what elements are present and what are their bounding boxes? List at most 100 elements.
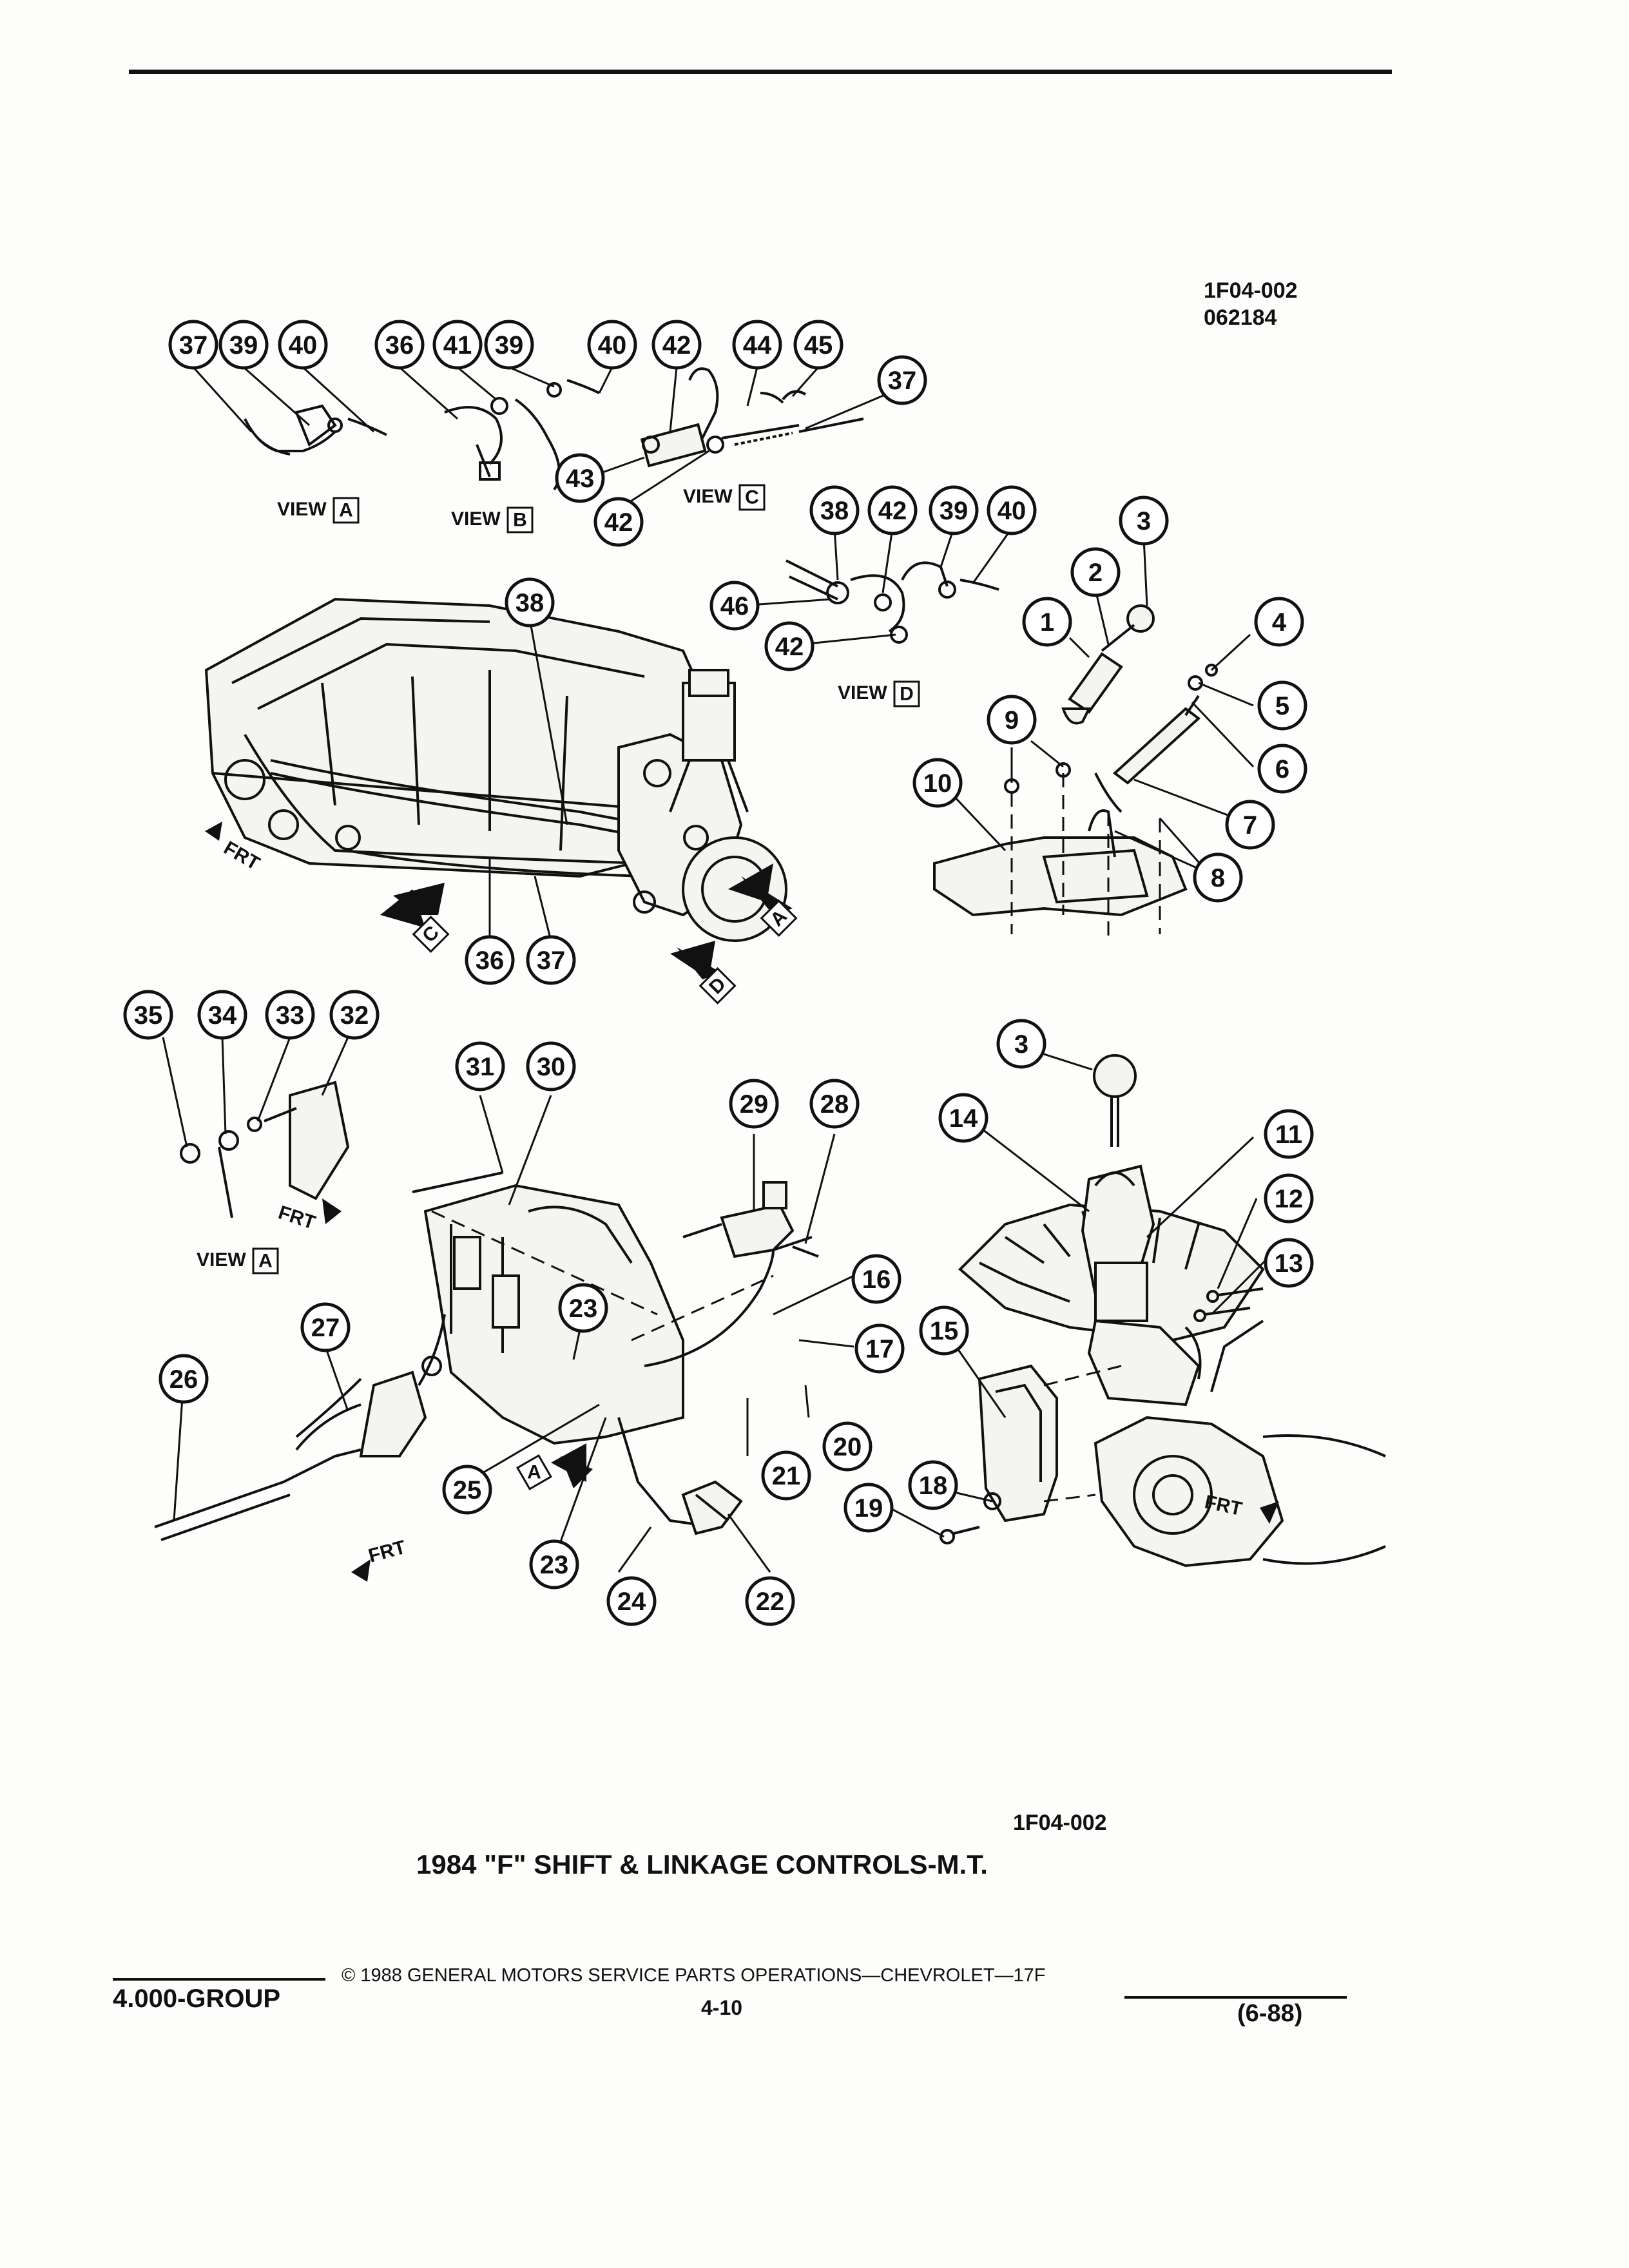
callout-number: 23 xyxy=(540,1551,569,1579)
callout-number: 36 xyxy=(476,947,505,975)
callout-circle xyxy=(442,1465,492,1515)
callout-25: 25 xyxy=(442,1465,492,1515)
callout-number: 3 xyxy=(1014,1030,1028,1059)
svg-text:VIEW: VIEW xyxy=(838,682,887,704)
callout-circle xyxy=(822,1421,872,1472)
footer-rule-left xyxy=(113,1978,325,1981)
callout-circle xyxy=(843,1483,894,1533)
callout-6: 6 xyxy=(1257,744,1307,794)
callout-circle xyxy=(809,1079,860,1129)
callout-circle xyxy=(1119,495,1169,546)
callout-circle xyxy=(793,320,843,370)
callout-45: 45 xyxy=(793,320,843,370)
svg-text:VIEW: VIEW xyxy=(277,499,327,520)
callout-number: 20 xyxy=(833,1433,862,1461)
callout-circle xyxy=(745,1576,795,1626)
callout-circle xyxy=(1193,852,1243,903)
callout-number: 38 xyxy=(820,497,849,525)
footer-page: 4-10 xyxy=(701,1996,743,2019)
callout-number: 19 xyxy=(854,1494,883,1523)
callout-circle xyxy=(529,1539,579,1590)
callout-circle xyxy=(764,621,815,671)
svg-text:VIEW: VIEW xyxy=(197,1249,246,1271)
shift-lever-upper xyxy=(1061,604,1218,813)
callout-18: 18 xyxy=(908,1460,958,1510)
callout-17: 17 xyxy=(854,1323,905,1374)
view-d-linkage xyxy=(786,559,999,644)
callout-30: 30 xyxy=(526,1041,576,1091)
callout-44: 44 xyxy=(732,320,782,370)
callout-circle xyxy=(996,1019,1046,1069)
footer-rule-right xyxy=(1124,1996,1347,1999)
callout-42: 42 xyxy=(867,485,918,535)
frt-arrow-view-a xyxy=(322,1198,342,1224)
callout-28: 28 xyxy=(809,1079,860,1129)
callout-40: 40 xyxy=(278,320,328,370)
callout-34: 34 xyxy=(197,990,247,1040)
callout-40: 40 xyxy=(587,320,637,370)
callout-number: 23 xyxy=(569,1294,598,1323)
view-label-b: VIEW B xyxy=(451,506,534,533)
callout-circle xyxy=(938,1093,988,1143)
transmission-assembly xyxy=(204,597,787,942)
callout-12: 12 xyxy=(1264,1173,1314,1224)
callout-36: 36 xyxy=(374,320,425,370)
callout-circle xyxy=(526,1041,576,1091)
view-label-a-top: VIEW A xyxy=(277,497,360,524)
callout-number: 25 xyxy=(453,1476,482,1504)
view-arrow-d xyxy=(670,941,722,979)
callout-circle xyxy=(300,1302,351,1352)
callout-8: 8 xyxy=(1193,852,1243,903)
callout-circle xyxy=(729,1079,779,1129)
callout-circle xyxy=(1225,800,1275,850)
callout-circle xyxy=(809,485,860,535)
callout-5: 5 xyxy=(1257,680,1307,731)
callout-number: 37 xyxy=(888,367,917,395)
callout-20: 20 xyxy=(822,1421,872,1472)
callout-circle xyxy=(265,990,315,1040)
view-arrow-c xyxy=(380,883,445,928)
callout-circle xyxy=(929,485,979,535)
callout-circle xyxy=(709,581,760,631)
callout-circle xyxy=(526,935,576,985)
callout-circle xyxy=(505,577,555,628)
callout-number: 28 xyxy=(820,1090,849,1119)
callout-number: 21 xyxy=(772,1462,801,1490)
callout-circle xyxy=(908,1460,958,1510)
callout-number: 18 xyxy=(919,1472,948,1500)
ref-date-top: 062184 xyxy=(1204,305,1277,330)
svg-text:C: C xyxy=(745,487,759,508)
callout-number: 30 xyxy=(537,1053,566,1081)
callout-circle xyxy=(851,1254,901,1304)
callout-9: 9 xyxy=(987,695,1037,745)
callout-number: 36 xyxy=(385,331,414,360)
callout-number: 7 xyxy=(1243,811,1257,840)
svg-text:B: B xyxy=(513,510,527,531)
callout-circle xyxy=(159,1354,209,1404)
callout-circle xyxy=(455,1041,505,1091)
callout-number: 40 xyxy=(998,497,1027,525)
frt-arrow-upper xyxy=(205,822,222,841)
callout-circle xyxy=(1257,744,1307,794)
svg-text:VIEW: VIEW xyxy=(451,508,501,530)
callout-number: 29 xyxy=(740,1090,769,1119)
callout-number: 39 xyxy=(940,497,969,525)
callout-number: 16 xyxy=(862,1265,891,1294)
callout-2: 2 xyxy=(1070,547,1121,597)
callout-number: 39 xyxy=(229,331,258,360)
callout-13: 13 xyxy=(1264,1238,1314,1288)
callout-circle xyxy=(606,1576,657,1626)
callout-circle xyxy=(587,320,637,370)
callout-39: 39 xyxy=(484,320,534,370)
callout-38: 38 xyxy=(809,485,860,535)
svg-text:A: A xyxy=(339,500,353,521)
callout-circle xyxy=(919,1305,969,1356)
callout-number: 13 xyxy=(1275,1249,1304,1278)
view-c-top-linkage xyxy=(640,367,864,468)
shift-boot-assembly xyxy=(958,1164,1265,1407)
callout-number: 12 xyxy=(1275,1185,1304,1213)
frt-arrow-lower-left xyxy=(351,1559,371,1582)
callout-circle xyxy=(558,1283,608,1333)
callout-number: 34 xyxy=(208,1001,237,1030)
clutch-switch xyxy=(682,1181,819,1258)
